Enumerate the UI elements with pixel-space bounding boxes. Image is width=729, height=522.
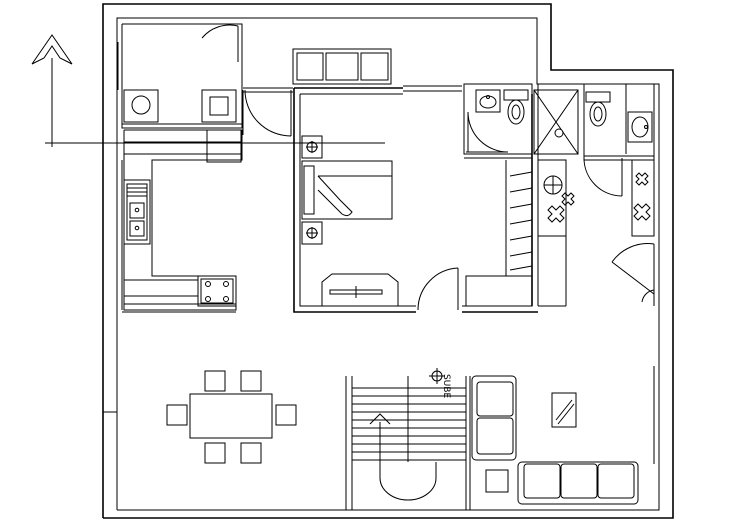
stove-burners xyxy=(205,281,229,302)
north-arrow-icon xyxy=(31,34,385,147)
kitchen xyxy=(121,129,243,311)
interior-partitions xyxy=(103,83,585,413)
staircase: SUBE xyxy=(345,368,467,510)
bathroom-two xyxy=(583,83,655,197)
stair-label: SUBE xyxy=(441,374,451,398)
shower xyxy=(533,89,579,155)
planter-area xyxy=(537,159,655,307)
bedroom xyxy=(292,48,538,313)
dining-set xyxy=(166,370,297,464)
plant-icon xyxy=(547,172,651,223)
entry-door xyxy=(242,87,293,137)
living-room xyxy=(469,366,655,510)
umbrella-icon xyxy=(543,175,563,195)
exterior-walls xyxy=(102,3,674,519)
bathroom-one xyxy=(463,83,533,159)
laundry-room xyxy=(117,23,243,129)
